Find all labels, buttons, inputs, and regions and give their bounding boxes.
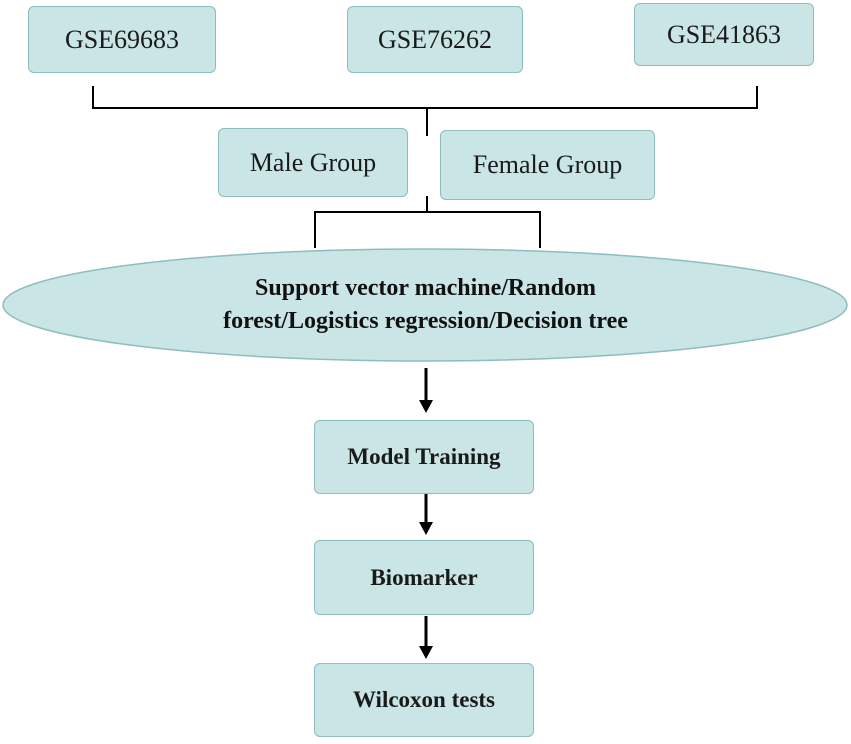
dataset-box-gse41863: GSE41863	[634, 3, 814, 66]
dataset-box-gse76262: GSE76262	[347, 6, 523, 73]
methods-ellipse	[2, 248, 848, 362]
female-group-box: Female Group	[440, 130, 655, 200]
biomarker-label: Biomarker	[370, 564, 478, 590]
arrow-to-wilcoxon	[419, 616, 433, 659]
arrow-to-model-training	[419, 368, 433, 413]
model-training-box: Model Training	[314, 420, 534, 494]
male-group-box: Male Group	[218, 128, 408, 197]
methods-text: Support vector machine/Random forest/Log…	[0, 272, 851, 338]
dataset-label: GSE76262	[377, 24, 493, 54]
dataset-label: GSE41863	[666, 19, 782, 49]
biomarker-box: Biomarker	[314, 540, 534, 615]
female-group-label: Female Group	[472, 150, 623, 179]
dataset-label: GSE69683	[64, 24, 180, 54]
wilcoxon-tests-box: Wilcoxon tests	[314, 663, 534, 737]
model-training-label: Model Training	[347, 444, 501, 469]
group-bracket	[314, 196, 541, 248]
dataset-box-gse69683: GSE69683	[28, 6, 216, 73]
methods-line-1: Support vector machine/Random	[255, 275, 596, 301]
male-group-label: Male Group	[249, 147, 377, 177]
dataset-bracket	[92, 86, 758, 136]
wilcoxon-tests-label: Wilcoxon tests	[352, 687, 496, 712]
methods-line-2: forest/Logistics regression/Decision tre…	[223, 308, 628, 334]
arrow-to-biomarker	[419, 494, 433, 535]
